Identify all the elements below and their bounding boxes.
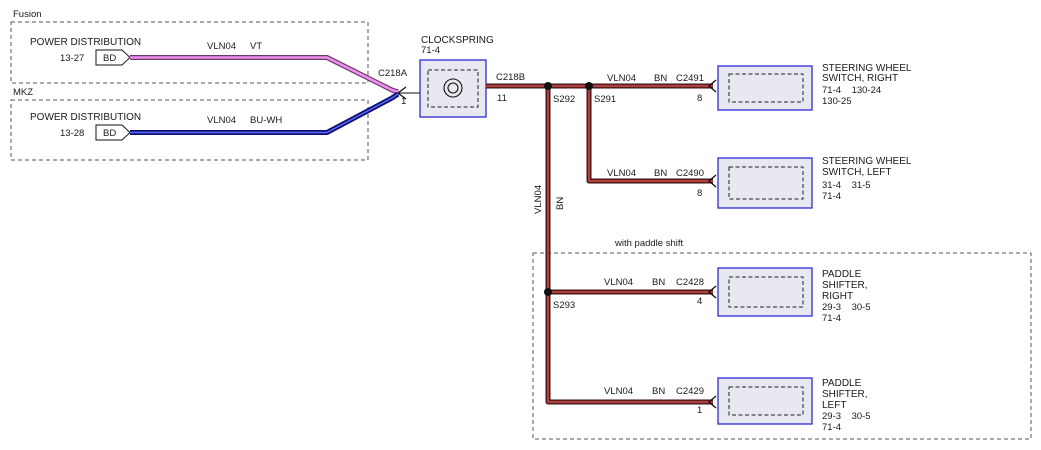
splice-label: S292 (553, 94, 575, 105)
component-refs-line2: 71-4 (822, 191, 841, 202)
connector-arrow (708, 79, 717, 93)
pin-label: 8 (697, 188, 702, 199)
connector-label: C2428 (676, 277, 704, 288)
load-paddle-shifter-right: VLN04 BN C2428 4 PADDLE SHIFTER, RIGHT 2… (604, 267, 871, 324)
pin-label: 1 (697, 405, 702, 416)
connector-arrow (708, 285, 717, 299)
component-title-line1: PADDLE (822, 378, 862, 389)
load-paddle-shifter-left: VLN04 BN C2429 1 PADDLE SHIFTER, LEFT 29… (604, 377, 871, 433)
pin-label: 8 (697, 93, 702, 104)
source-page-ref: 13-27 (60, 53, 84, 64)
clockspring-component: CLOCKSPRING 71-4 C218A 1 C218B 11 (378, 35, 525, 118)
component-box (717, 65, 813, 111)
component-refs-line1: 29-3 30-5 (822, 411, 871, 422)
component-title-line1: STEERING WHEEL (822, 156, 912, 167)
component-title-line2: SWITCH, RIGHT (822, 73, 898, 84)
component-refs-line2: 71-4 (822, 422, 841, 433)
region-label-paddle: with paddle shift (614, 238, 683, 249)
pin-label: 4 (697, 296, 702, 307)
component-inner-box (728, 73, 804, 103)
splice-s293: S293 (544, 288, 575, 311)
component-inner-box (728, 386, 804, 416)
region-box-mkz (10, 99, 369, 161)
region-box-fusion (10, 21, 369, 84)
connector-label: C2491 (676, 73, 704, 84)
component-title-line3: RIGHT (822, 291, 853, 302)
wire-vln04-bu-wh: VLN04 BU-WH (130, 91, 400, 135)
load-steering-wheel-switch-right: VLN04 BN C2491 8 STEERING WHEEL SWITCH, … (607, 63, 912, 111)
wire-color-label: BN (652, 386, 665, 397)
region-box-paddle (532, 252, 1032, 440)
wire-vln04-vt: VLN04 VT (130, 41, 399, 95)
component-title-line3: LEFT (822, 400, 846, 411)
pin-c218a: 1 (401, 96, 406, 107)
connector-c218b-label: C218B (496, 72, 525, 83)
component-refs-line2: 130-25 (822, 96, 852, 107)
splice-label: S293 (553, 300, 575, 311)
wire-color-label: BN (654, 168, 667, 179)
component-refs-line1: 71-4 130-24 (822, 85, 881, 96)
component-refs-line2: 71-4 (822, 313, 841, 324)
region-label-mkz: MKZ (13, 87, 33, 98)
wire-color-label: BN (654, 73, 667, 84)
component-title-line1: PADDLE (822, 269, 862, 280)
connector-bd-shape (95, 49, 131, 66)
component-title-line2: SWITCH, LEFT (822, 167, 891, 178)
source-title: POWER DISTRIBUTION (30, 37, 141, 48)
connector-arrow (708, 395, 717, 409)
splice-label: S291 (594, 94, 616, 105)
connector-bd-label: BD (103, 128, 116, 139)
pin-c218b: 11 (497, 93, 507, 104)
clockspring-coil-icon (443, 78, 463, 98)
component-refs-line1: 29-3 30-5 (822, 302, 871, 313)
trunk-color-label: BN (555, 197, 566, 210)
splice-s292: S292 (544, 82, 575, 105)
source-title: POWER DISTRIBUTION (30, 112, 141, 123)
source-power-distribution-mkz: POWER DISTRIBUTION 13-28 BD (30, 112, 141, 141)
wire-circuit-label: VLN04 (604, 277, 633, 288)
source-page-ref: 13-28 (60, 128, 84, 139)
wire-circuit-label: VLN04 (607, 73, 636, 84)
connector-label: C2490 (676, 168, 704, 179)
wire-color-label: VT (250, 41, 262, 52)
clockspring-inner-box (427, 69, 479, 108)
region-label-fusion: Fusion (13, 9, 42, 20)
wire-color-label: BU-WH (250, 115, 282, 126)
load-steering-wheel-switch-left: VLN04 BN C2490 8 STEERING WHEEL SWITCH, … (607, 156, 912, 209)
clockspring-page-ref: 71-4 (421, 45, 440, 56)
wire-circuit-label: VLN04 (207, 41, 236, 52)
clockspring-title: CLOCKSPRING (421, 35, 494, 46)
wire-circuit-label: VLN04 (607, 168, 636, 179)
connector-bd-label: BD (103, 53, 116, 64)
connector-c218a-label: C218A (378, 68, 408, 79)
component-box (717, 157, 813, 209)
component-box (717, 377, 813, 425)
component-title-line2: SHIFTER, (822, 280, 868, 291)
trunk-circuit-label: VLN04 (533, 185, 544, 214)
connector-label: C2429 (676, 386, 704, 397)
source-power-distribution-fusion: POWER DISTRIBUTION 13-27 BD (30, 37, 141, 66)
splice-s291: S291 (585, 82, 616, 105)
clockspring-box (419, 59, 487, 118)
wire-circuit-label: VLN04 (207, 115, 236, 126)
component-title-line2: SHIFTER, (822, 389, 868, 400)
component-title-line1: STEERING WHEEL (822, 63, 912, 74)
component-box (717, 267, 813, 317)
wire-circuit-label: VLN04 (604, 386, 633, 397)
component-inner-box (728, 166, 804, 200)
wire-vln04-bn-trunk: VLN04 BN (486, 83, 713, 405)
connector-arrow (708, 174, 717, 188)
component-refs-line1: 31-4 31-5 (822, 180, 871, 191)
connector-bd-shape (95, 124, 131, 141)
clockspring-coil-icon-inner (447, 82, 459, 94)
wire-color-label: BN (652, 277, 665, 288)
